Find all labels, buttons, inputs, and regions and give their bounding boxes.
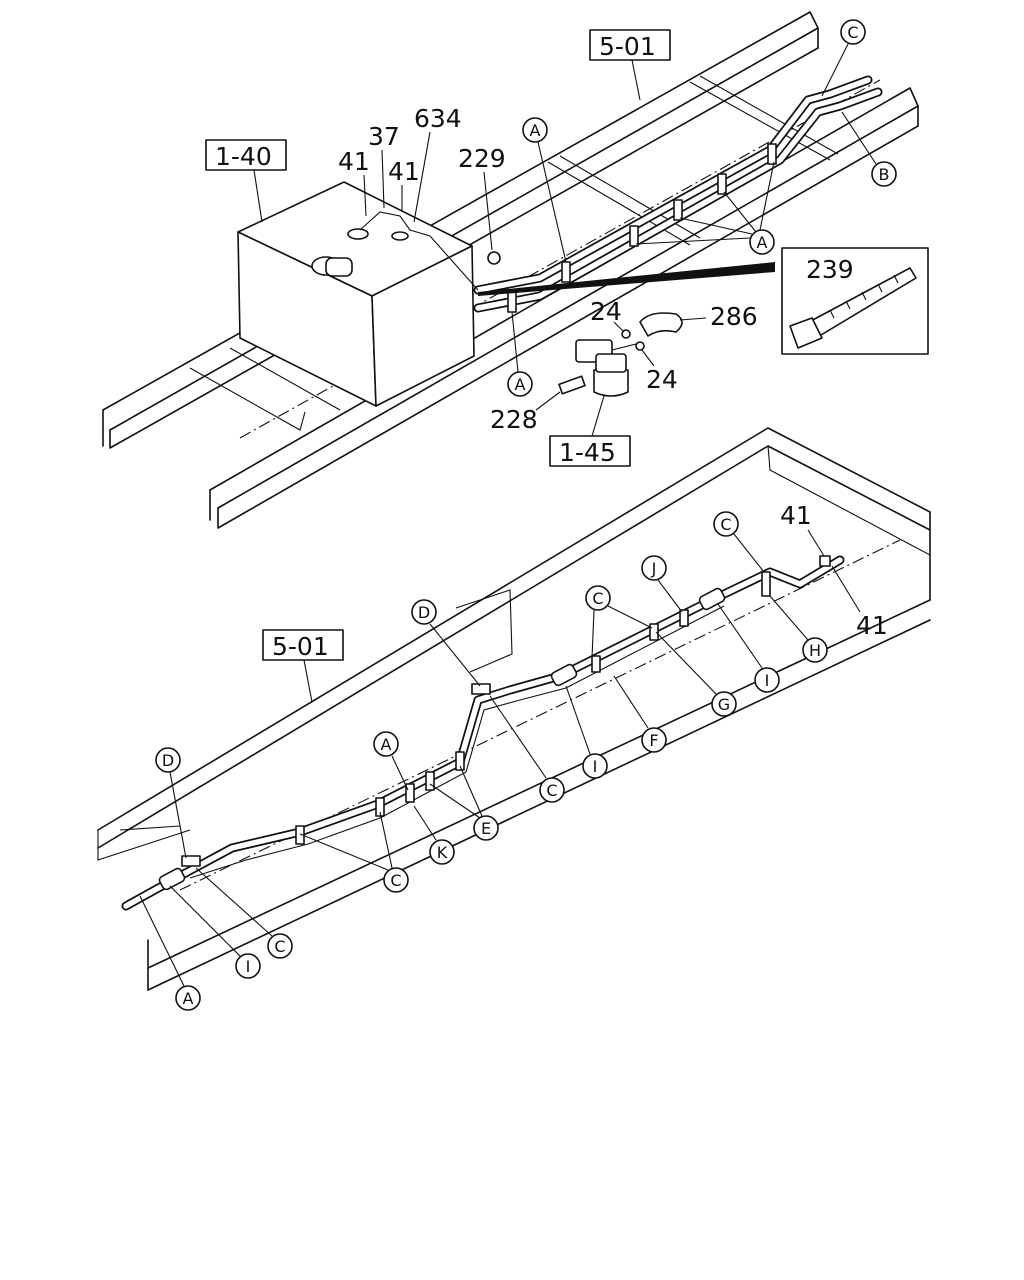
callout-B: B bbox=[841, 111, 897, 187]
ref-frame-bottom-label: 5-01 bbox=[272, 632, 329, 661]
ref-frame-top-label: 5-01 bbox=[599, 32, 656, 61]
svg-text:C: C bbox=[720, 515, 731, 534]
part-228-label: 228 bbox=[490, 405, 538, 434]
callout-C: C bbox=[821, 19, 866, 97]
callout-I: I bbox=[169, 885, 261, 979]
fuel-line-bottom bbox=[121, 555, 845, 911]
svg-text:G: G bbox=[718, 695, 730, 714]
callout-C: C bbox=[489, 695, 565, 803]
ref-frame-bottom: 5-01 bbox=[262, 629, 344, 703]
svg-text:I: I bbox=[765, 671, 770, 690]
svg-text:I: I bbox=[593, 757, 598, 776]
top-assembly bbox=[102, 11, 919, 529]
ref-filter: 1-45 bbox=[549, 395, 631, 467]
callout-A: A bbox=[522, 117, 567, 263]
callout-I: I bbox=[717, 603, 780, 693]
svg-text:I: I bbox=[246, 957, 251, 976]
part-24-label: 24 bbox=[646, 365, 678, 394]
part-37-label: 37 bbox=[368, 122, 400, 151]
svg-text:D: D bbox=[418, 603, 430, 622]
svg-text:K: K bbox=[437, 843, 448, 862]
svg-text:C: C bbox=[390, 871, 401, 890]
svg-text:H: H bbox=[809, 641, 821, 660]
top-callouts: C B A A A bbox=[507, 19, 897, 397]
svg-text:A: A bbox=[183, 989, 194, 1008]
ref-tank: 1-40 bbox=[205, 139, 287, 223]
callout-A: A bbox=[139, 895, 201, 1011]
callout-C: C bbox=[585, 585, 653, 659]
callout-A: A bbox=[373, 731, 409, 791]
svg-text:B: B bbox=[879, 165, 890, 184]
part-41-label: 41 bbox=[338, 147, 370, 176]
callout-G: G bbox=[655, 631, 737, 717]
bottom-callouts: J C C H I G F bbox=[139, 511, 828, 1011]
svg-text:C: C bbox=[592, 589, 603, 608]
inset-pointer bbox=[478, 262, 775, 296]
callout-J: J bbox=[641, 555, 683, 613]
svg-text:A: A bbox=[515, 375, 526, 394]
cross-members bbox=[189, 75, 839, 431]
part-41-label: 41 bbox=[780, 501, 812, 530]
callout-K: K bbox=[413, 805, 455, 865]
part-24-label: 24 bbox=[590, 297, 622, 326]
part-634-label: 634 bbox=[414, 104, 462, 133]
svg-text:A: A bbox=[757, 233, 768, 252]
fuel-filter bbox=[487, 251, 683, 397]
part-41-label: 41 bbox=[856, 611, 888, 640]
fuel-line-top bbox=[359, 75, 883, 313]
svg-text:C: C bbox=[546, 781, 557, 800]
callout-A: A bbox=[507, 311, 533, 397]
top-part-labels: 41 37 41 634 229 24 286 24 228 bbox=[338, 104, 758, 434]
callout-F: F bbox=[613, 675, 667, 753]
frame-rail-far bbox=[102, 11, 819, 449]
callout-A: A bbox=[635, 161, 775, 255]
svg-text:C: C bbox=[847, 23, 858, 42]
frame-rail-upper bbox=[97, 427, 931, 849]
part-41-label: 41 bbox=[388, 157, 420, 186]
svg-text:J: J bbox=[651, 559, 657, 578]
bottom-part-labels: 41 41 bbox=[780, 501, 888, 640]
callout-I: I bbox=[565, 685, 608, 779]
svg-text:D: D bbox=[162, 751, 174, 770]
callout-C: C bbox=[195, 867, 293, 959]
svg-text:A: A bbox=[530, 121, 541, 140]
part-239-label: 239 bbox=[806, 255, 854, 284]
frame-rail-lower bbox=[97, 599, 931, 991]
ref-frame-top: 5-01 bbox=[589, 29, 671, 101]
inset-box: 239 bbox=[781, 247, 929, 355]
svg-text:A: A bbox=[381, 735, 392, 754]
callout-D: D bbox=[411, 599, 481, 687]
svg-text:F: F bbox=[649, 731, 658, 750]
bottom-assembly bbox=[97, 427, 931, 991]
callout-E: E bbox=[429, 765, 499, 841]
part-286-label: 286 bbox=[710, 302, 758, 331]
callout-C: C bbox=[299, 811, 409, 893]
callout-C: C bbox=[713, 511, 765, 573]
svg-text:C: C bbox=[274, 937, 285, 956]
ref-tank-label: 1-40 bbox=[215, 142, 272, 171]
fuel-tank bbox=[237, 181, 475, 407]
callout-H: H bbox=[769, 595, 828, 663]
svg-text:E: E bbox=[481, 819, 491, 838]
part-229-label: 229 bbox=[458, 144, 506, 173]
callout-D: D bbox=[155, 747, 187, 859]
ref-filter-label: 1-45 bbox=[559, 438, 616, 467]
